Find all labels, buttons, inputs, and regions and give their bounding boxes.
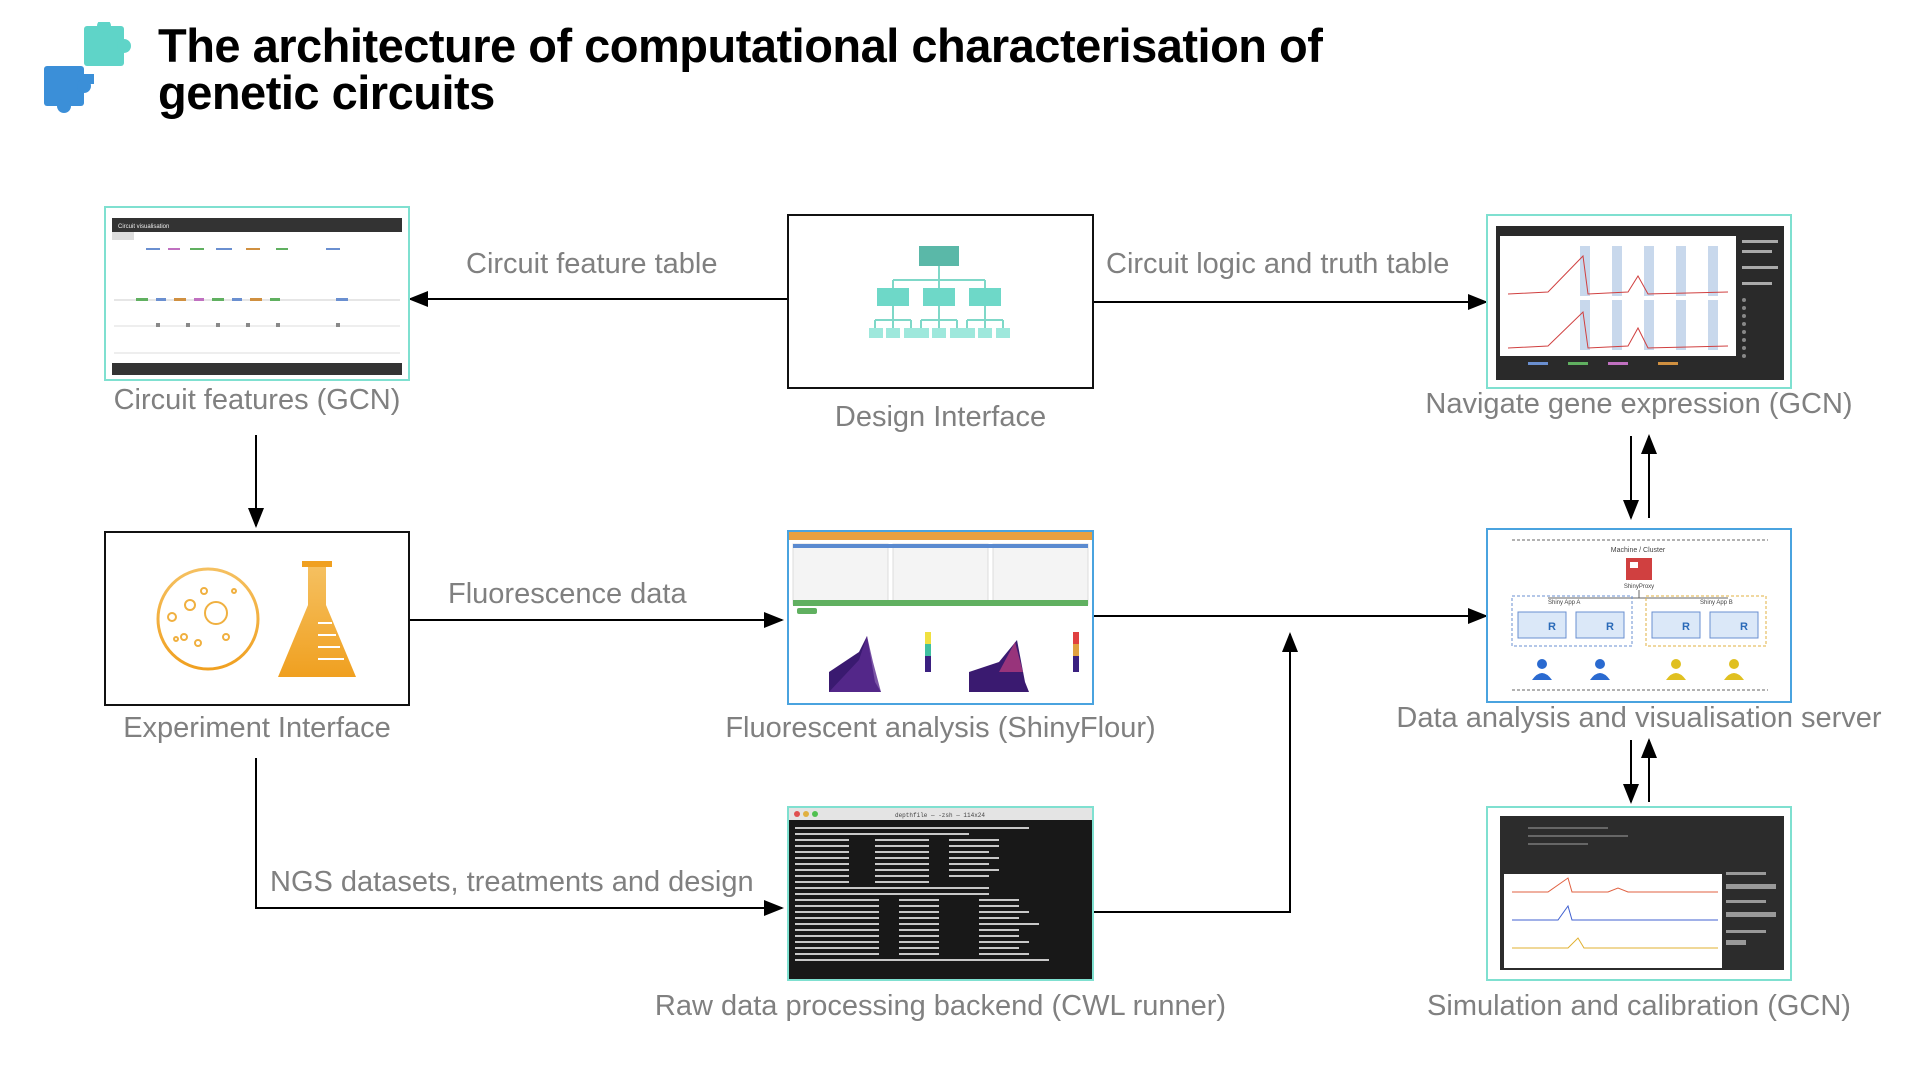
page-title: The architecture of computational charac… bbox=[158, 19, 1323, 119]
simulation-calibration-thumbnail[interactable] bbox=[1486, 806, 1792, 981]
shinyproxy-icon bbox=[1626, 558, 1652, 580]
design-interface-thumbnail[interactable] bbox=[787, 214, 1094, 389]
experiment-interface-thumbnail[interactable] bbox=[104, 531, 410, 706]
simulation-calibration-caption: Simulation and calibration (GCN) bbox=[1427, 990, 1851, 1022]
circuit-features-caption: Circuit features (GCN) bbox=[113, 384, 401, 416]
svg-text:Machine / Cluster: Machine / Cluster bbox=[1611, 547, 1666, 554]
data-server-caption: Data analysis and visualisation server bbox=[1396, 702, 1882, 734]
edge-label-ngs-datasets: NGS datasets, treatments and design bbox=[270, 866, 754, 898]
circuit-features-thumbnail[interactable]: Circuit visualisation bbox=[104, 206, 410, 381]
flask-icon bbox=[278, 561, 356, 677]
edge-label-circuit-logic-truth-table: Circuit logic and truth table bbox=[1106, 248, 1450, 280]
design-interface-caption: Design Interface bbox=[834, 401, 1047, 433]
edge-label-circuit-feature-table: Circuit feature table bbox=[466, 248, 718, 280]
edge-label-fluorescence-data: Fluorescence data bbox=[448, 578, 687, 610]
svg-text:Shiny App A: Shiny App A bbox=[1548, 600, 1580, 606]
svg-text:R: R bbox=[1740, 621, 1748, 633]
petri-dish-icon bbox=[156, 567, 260, 671]
data-server-thumbnail[interactable]: Machine / Cluster ShinyProxy Shiny App A… bbox=[1486, 528, 1792, 703]
svg-text:R: R bbox=[1606, 621, 1614, 633]
fluorescent-analysis-caption: Fluorescent analysis (ShinyFlour) bbox=[725, 712, 1156, 744]
user-icon bbox=[1532, 659, 1610, 680]
experiment-interface-caption: Experiment Interface bbox=[123, 712, 391, 744]
navigate-gene-expression-thumbnail[interactable] bbox=[1486, 214, 1792, 389]
raw-data-backend-thumbnail[interactable]: depthfile — -zsh — 114x24 bbox=[787, 806, 1094, 981]
raw-data-backend-caption: Raw data processing backend (CWL runner) bbox=[654, 990, 1227, 1022]
svg-text:ShinyProxy: ShinyProxy bbox=[1624, 584, 1654, 590]
puzzle-pieces-icon bbox=[44, 22, 131, 113]
svg-text:Shiny App B: Shiny App B bbox=[1700, 600, 1733, 606]
hierarchy-icon bbox=[869, 246, 1010, 338]
fluorescent-analysis-thumbnail[interactable] bbox=[787, 530, 1094, 705]
svg-text:depthfile — -zsh — 114x24: depthfile — -zsh — 114x24 bbox=[895, 812, 985, 819]
svg-text:Circuit visualisation: Circuit visualisation bbox=[118, 224, 169, 230]
svg-text:R: R bbox=[1682, 621, 1690, 633]
navigate-gene-expression-caption: Navigate gene expression (GCN) bbox=[1425, 388, 1853, 420]
svg-text:R: R bbox=[1548, 621, 1556, 633]
